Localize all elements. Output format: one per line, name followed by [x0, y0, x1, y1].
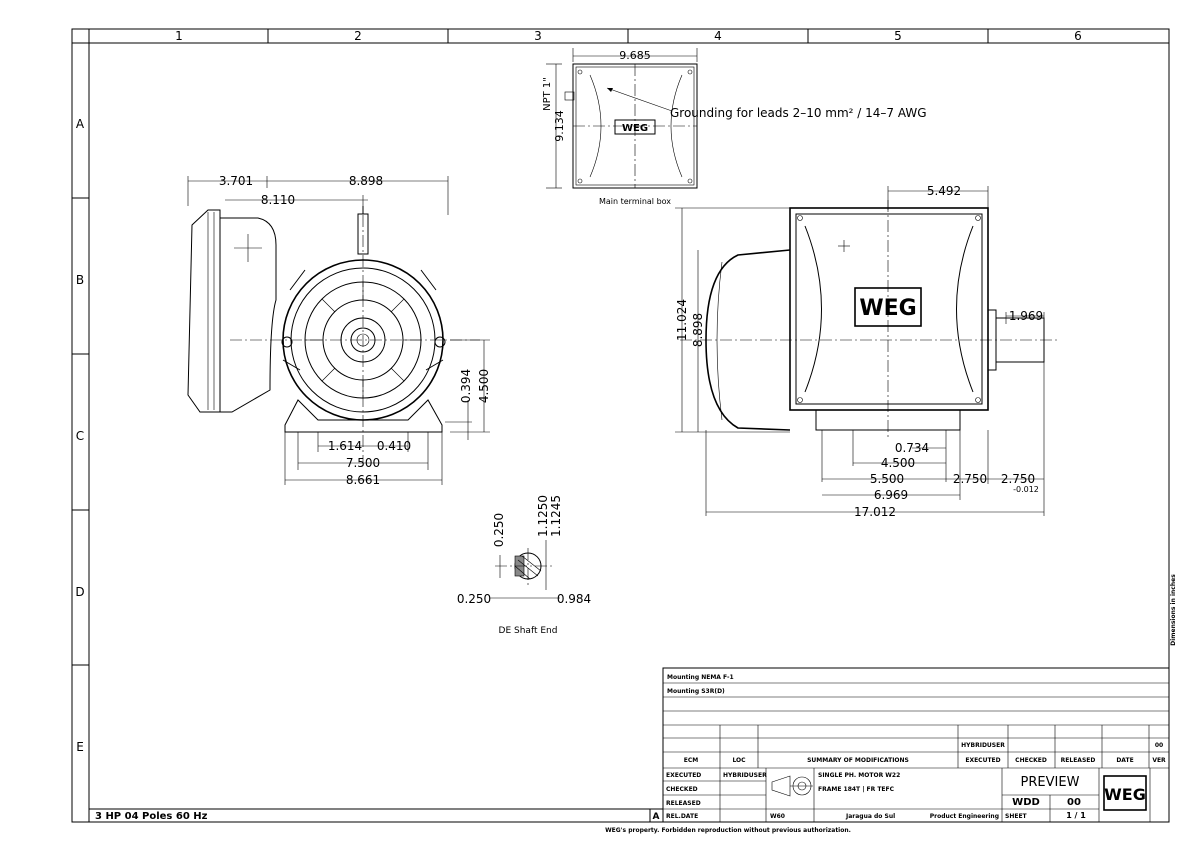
motor-rating: 3 HP 04 Poles 60 Hz — [95, 811, 208, 822]
dim-side-5492: 5.492 — [927, 184, 961, 198]
row-label-e: E — [76, 740, 84, 754]
dim-shaft-0250-key: 0.250 — [492, 513, 506, 547]
row-rel-date: REL.DATE — [666, 813, 698, 820]
dim-front-4500: 4.500 — [477, 369, 491, 403]
dim-terminal-width: 9.685 — [619, 49, 651, 62]
row-checked: CHECKED — [666, 786, 698, 793]
dim-shaft-11245: 1.1245 — [549, 495, 563, 537]
dim-front-3701: 3.701 — [219, 174, 253, 188]
preview-label: PREVIEW — [1021, 775, 1080, 790]
ver-value: 00 — [1155, 742, 1163, 749]
dim-side-2750-b: 2.750 — [1001, 472, 1035, 486]
dim-side-tolerance: -0.012 — [1013, 485, 1039, 494]
bottom-strip: 3 HP 04 Poles 60 Hz A — [89, 808, 663, 822]
dim-shaft-11250: 1.1250 — [536, 495, 550, 537]
column-label-5: 5 — [894, 29, 902, 43]
col-loc: LOC — [732, 757, 746, 764]
dim-side-5500: 5.500 — [870, 472, 904, 486]
dim-front-8110: 8.110 — [261, 193, 295, 207]
dim-side-6969: 6.969 — [874, 488, 908, 502]
weg-logo-small — [614, 119, 656, 135]
dim-terminal-height: 9.134 — [553, 110, 566, 142]
terminal-box-caption: Main terminal box — [599, 197, 671, 206]
dim-front-7500: 7.500 — [346, 456, 380, 470]
npt-label: NPT 1" — [542, 77, 553, 111]
col-checked: CHECKED — [1015, 757, 1047, 764]
row-label-c: C — [76, 429, 84, 443]
department: Product Engineering — [930, 813, 999, 820]
column-label-4: 4 — [714, 29, 722, 43]
side-view: 5.492 WEG 11.024 8.898 1.969 — [675, 184, 1060, 519]
mounting-1: Mounting NEMA F-1 — [667, 674, 734, 681]
dim-side-1969: 1.969 — [1009, 309, 1043, 323]
sheet-border — [71, 28, 1170, 823]
grounding-note: Grounding for leads 2–10 mm² / 14–7 AWG — [670, 106, 927, 120]
shaft-end-view: 0.250 1.1250 1.1245 0.250 0.984 DE Shaft… — [457, 495, 591, 636]
title-block: Mounting NEMA F-1 Mounting S3R(D) HYBRID… — [662, 667, 1170, 823]
row-label-b: B — [76, 273, 84, 287]
terminal-box-view: 9.685 WEG 9.134 NPT 1" Grounding for lea… — [542, 48, 927, 206]
weg-logo-title — [1103, 775, 1147, 811]
sheet-label: SHEET — [1005, 813, 1028, 820]
shaft-end-caption: DE Shaft End — [499, 626, 558, 636]
row-executed: EXECUTED — [666, 772, 701, 779]
col-ecm: ECM — [684, 757, 699, 764]
doc-version: 00 — [1067, 797, 1081, 808]
projection-symbol-icon — [771, 775, 813, 797]
weg-logo-small-text: WEG — [622, 123, 648, 134]
hyb-header: HYBRIDUSER — [961, 742, 1005, 749]
col-date: DATE — [1116, 757, 1133, 764]
row-executed-by: HYBRIDUSER — [723, 772, 767, 779]
row-label-a: A — [76, 117, 85, 131]
column-label-3: 3 — [534, 29, 542, 43]
sheet-value: 1 / 1 — [1066, 811, 1086, 820]
dimensions-note: Dimensions in inches — [1170, 574, 1177, 646]
row-labels: A B C D E — [75, 117, 85, 754]
footer-note: WEG's property. Forbidden reproduction w… — [605, 827, 851, 834]
revision-letter: A — [653, 812, 660, 822]
place-2: Jaragua do Sul — [845, 813, 895, 820]
dim-shaft-0250-width: 0.250 — [457, 592, 491, 606]
dim-side-0734: 0.734 — [895, 441, 929, 455]
col-summary: SUMMARY OF MODIFICATIONS — [807, 757, 909, 764]
dim-front-0394: 0.394 — [459, 369, 473, 403]
place-1: W60 — [770, 813, 785, 820]
dim-shaft-0984: 0.984 — [557, 592, 591, 606]
column-labels: 1 2 3 4 5 6 — [175, 29, 1082, 43]
row-released: RELEASED — [666, 800, 701, 807]
dim-front-1614: 1.614 — [328, 439, 362, 453]
dim-front-0410: 0.410 — [377, 439, 411, 453]
mounting-2: Mounting S3R(D) — [667, 688, 725, 695]
col-executed: EXECUTED — [965, 757, 1000, 764]
front-view: 3.701 8.898 8.110 — [187, 174, 491, 487]
row-label-d: D — [75, 585, 84, 599]
column-label-1: 1 — [175, 29, 183, 43]
doc-code: WDD — [1012, 797, 1040, 808]
weg-logo-title-text: WEG — [1104, 785, 1146, 804]
description-1: SINGLE PH. MOTOR W22 — [818, 772, 900, 779]
column-label-2: 2 — [354, 29, 362, 43]
dim-side-8898: 8.898 — [691, 313, 705, 347]
column-label-6: 6 — [1074, 29, 1082, 43]
dim-front-8898: 8.898 — [349, 174, 383, 188]
description-2: FRAME 184T | FR TEFC — [818, 786, 895, 793]
col-released: RELEASED — [1061, 757, 1096, 764]
dim-side-11024: 11.024 — [675, 299, 689, 341]
dim-side-2750-a: 2.750 — [953, 472, 987, 486]
col-ver: VER — [1152, 757, 1166, 764]
dim-front-8661: 8.661 — [346, 473, 380, 487]
dim-side-4500: 4.500 — [881, 456, 915, 470]
dim-side-17012: 17.012 — [854, 505, 896, 519]
